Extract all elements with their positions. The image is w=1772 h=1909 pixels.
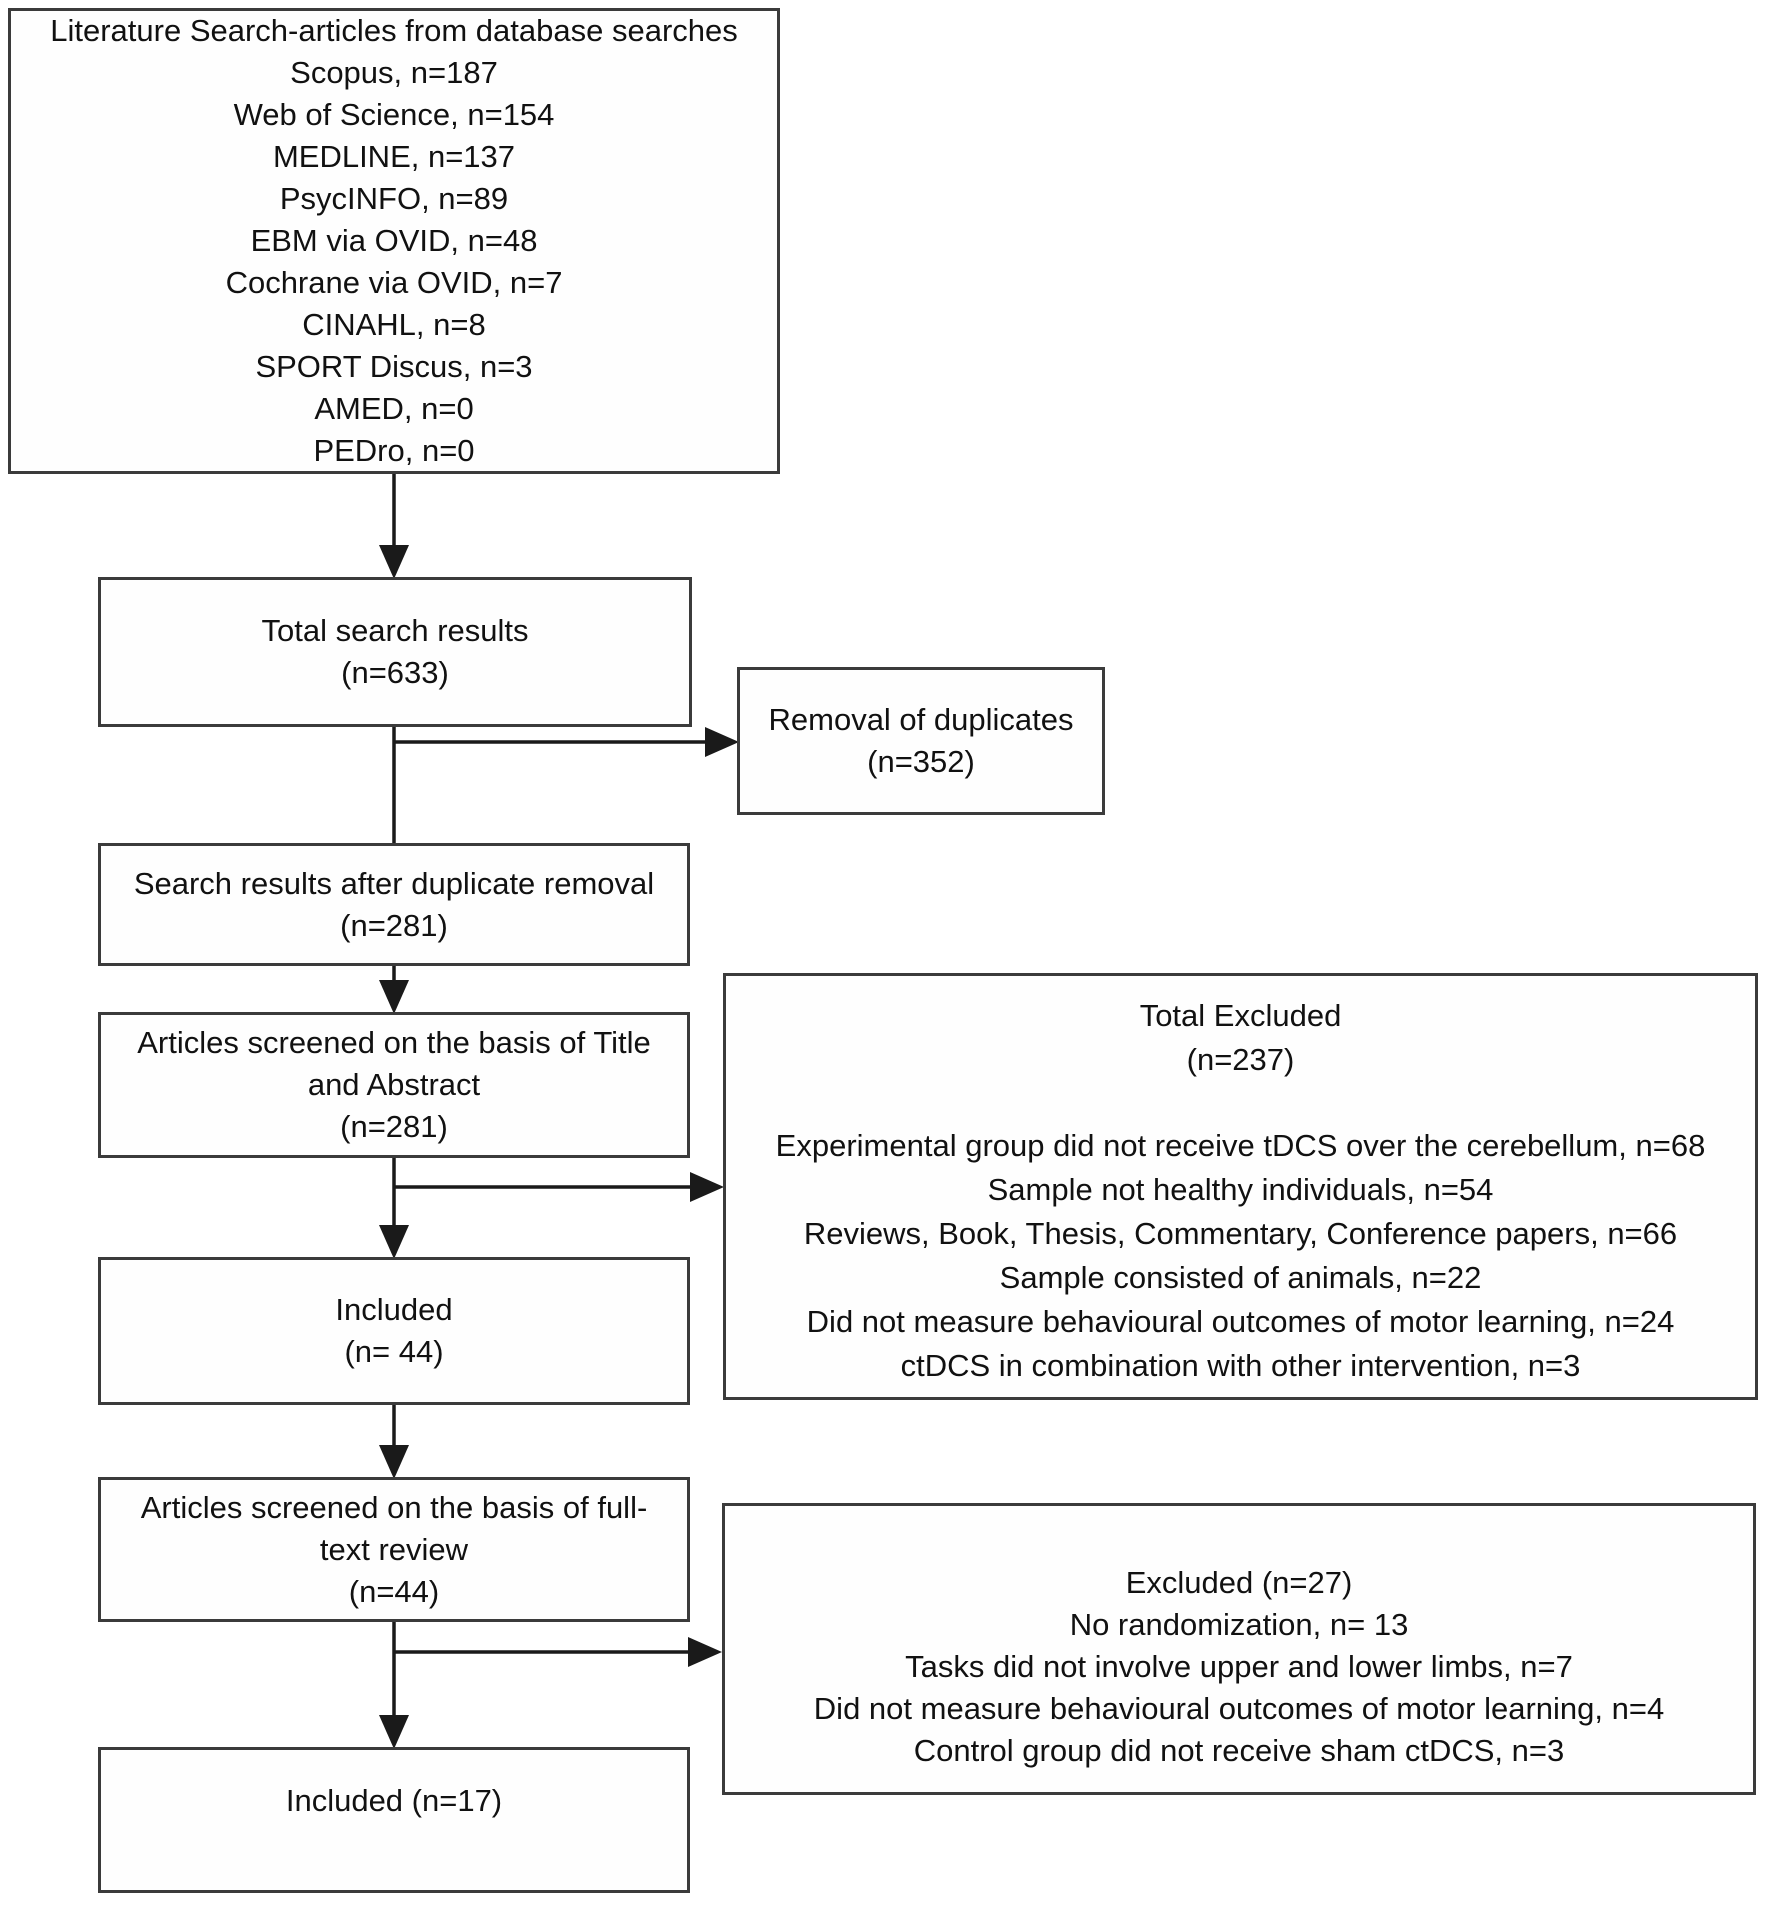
- db-item-cochrane: Cochrane via OVID, n=7: [225, 265, 563, 300]
- box-excluded-fulltext: Excluded (n=27) No randomization, n= 13 …: [722, 1503, 1756, 1795]
- box-total-excluded: Total Excluded (n=237) Experimental grou…: [723, 973, 1758, 1400]
- total-excluded-count: (n=237): [1186, 1042, 1295, 1077]
- db-item-psycinfo: PsycINFO, n=89: [279, 181, 509, 216]
- after-duplicate-removal-count: (n=281): [340, 907, 448, 943]
- box-included-final: Included (n=17): [98, 1747, 690, 1893]
- db-item-medline: MEDLINE, n=137: [272, 139, 516, 174]
- title-abstract-screening-count: (n=281): [340, 1109, 448, 1144]
- total-search-results-label: Total search results: [261, 613, 529, 648]
- box-included-after-screening: Included (n= 44): [98, 1257, 690, 1405]
- included-after-screening-count: (n= 44): [344, 1334, 444, 1369]
- title-abstract-screening-line1: Articles screened on the basis of Title: [137, 1025, 651, 1060]
- excluded-reason-no-sham: Control group did not receive sham ctDCS…: [913, 1733, 1565, 1768]
- db-item-scopus: Scopus, n=187: [290, 55, 498, 90]
- exclusion-reason-animals: Sample consisted of animals, n=22: [999, 1260, 1482, 1295]
- fulltext-screening-line1: Articles screened on the basis of full-: [140, 1489, 648, 1525]
- arrow-branch-to-total-excluded: [394, 1172, 724, 1202]
- exclusion-reason-not-healthy: Sample not healthy individuals, n=54: [987, 1172, 1494, 1207]
- excluded-reason-no-behavioural-outcomes: Did not measure behavioural outcomes of …: [813, 1691, 1665, 1726]
- fulltext-screening-count: (n=44): [348, 1573, 440, 1609]
- box-title-abstract-screening: Articles screened on the basis of Title …: [98, 1012, 690, 1158]
- box-total-search-results: Total search results (n=633): [98, 577, 692, 727]
- db-item-cinahl: CINAHL, n=8: [302, 307, 486, 342]
- box-removal-of-duplicates: Removal of duplicates (n=352): [737, 667, 1105, 815]
- excluded-reason-no-randomization: No randomization, n= 13: [1069, 1607, 1409, 1642]
- arrow-branch-to-excluded27: [394, 1637, 722, 1667]
- removal-of-duplicates-count: (n=352): [867, 744, 975, 779]
- included-final-label: Included (n=17): [285, 1783, 503, 1818]
- box-database-search: Literature Search-articles from database…: [8, 8, 780, 474]
- after-duplicate-removal-label: Search results after duplicate removal: [133, 865, 655, 901]
- arrow-database-to-total: [379, 474, 409, 579]
- excluded-fulltext-title: Excluded (n=27): [1125, 1565, 1353, 1600]
- db-item-amed: AMED, n=0: [314, 391, 474, 426]
- box-results-after-duplicate-removal: Search results after duplicate removal (…: [98, 843, 690, 966]
- box-database-search-title: Literature Search-articles from database…: [50, 13, 738, 48]
- excluded-reason-limbs: Tasks did not involve upper and lower li…: [905, 1649, 1573, 1684]
- exclusion-reason-reviews-books: Reviews, Book, Thesis, Commentary, Confe…: [803, 1216, 1678, 1251]
- fulltext-screening-line2: text review: [319, 1531, 469, 1567]
- db-item-web-of-science: Web of Science, n=154: [233, 97, 555, 132]
- total-search-results-count: (n=633): [341, 655, 449, 690]
- arrow-included44-to-fulltext: [379, 1405, 409, 1479]
- removal-of-duplicates-label: Removal of duplicates: [768, 702, 1074, 737]
- db-item-sport-discus: SPORT Discus, n=3: [255, 349, 533, 384]
- included-after-screening-label: Included: [335, 1292, 453, 1327]
- db-item-ebm: EBM via OVID, n=48: [250, 223, 538, 258]
- box-fulltext-screening: Articles screened on the basis of full- …: [98, 1477, 690, 1622]
- arrow-fulltext-to-included17: [379, 1622, 409, 1749]
- db-item-pedro: PEDro, n=0: [313, 433, 475, 468]
- arrow-screening-to-included44: [379, 1155, 409, 1259]
- exclusion-reason-no-cerebellar-tdcs: Experimental group did not receive tDCS …: [775, 1128, 1706, 1163]
- exclusion-reason-combined-intervention: ctDCS in combination with other interven…: [900, 1348, 1581, 1383]
- exclusion-reason-no-behavioural-outcomes: Did not measure behavioural outcomes of …: [806, 1304, 1675, 1339]
- arrow-branch-to-duplicates: [394, 727, 739, 757]
- title-abstract-screening-line2: and Abstract: [307, 1067, 481, 1102]
- total-excluded-title: Total Excluded: [1139, 998, 1342, 1033]
